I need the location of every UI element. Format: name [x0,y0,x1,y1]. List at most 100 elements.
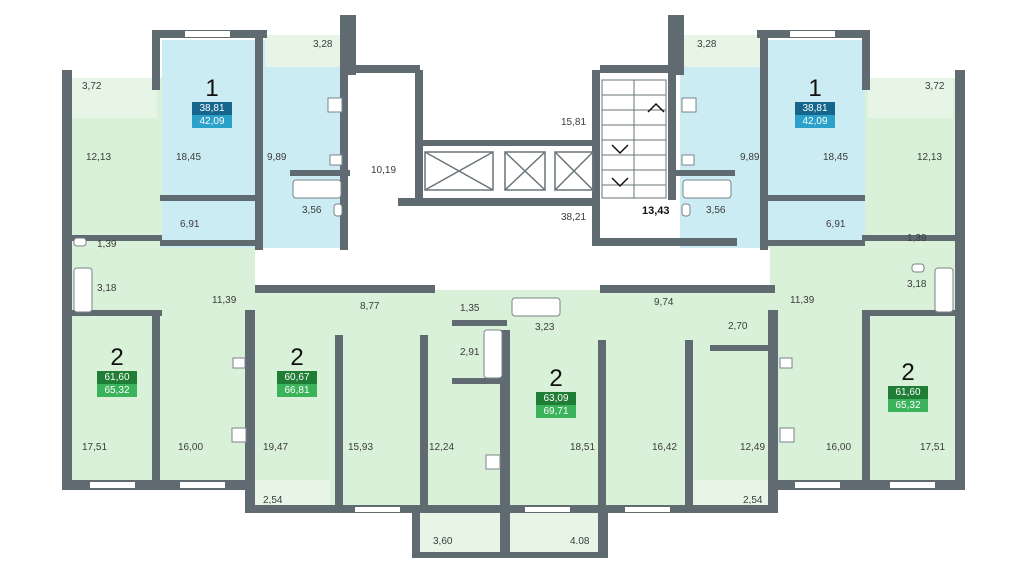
balcony-left [72,78,157,118]
wall [862,235,962,241]
bathtub [682,179,732,199]
room-area: 19,47 [263,442,289,453]
wall [668,15,684,75]
window [180,482,225,488]
apartment-badge: 2 61,60 65,32 [97,345,137,397]
window [795,482,840,488]
room-area: 16,00 [826,442,852,453]
wall [765,240,865,246]
bathtub [934,267,954,313]
wall [152,30,160,90]
wall [862,30,870,90]
wall [600,65,684,73]
room-area: 13,43 [642,205,670,217]
wall [335,335,343,510]
room-area: 15,93 [348,442,374,453]
room-area: 9,89 [740,152,760,163]
apartment-badge: 2 63,09 69,71 [536,366,576,418]
room-area: 3,72 [82,81,102,92]
wall [768,310,778,510]
apartment-badge: 1 38,81 42,09 [795,76,835,128]
wall [255,30,263,250]
room-area: 18,51 [570,442,596,453]
wall [62,70,72,490]
fixtures [73,97,954,470]
wall [600,505,608,557]
room-area: 6,91 [826,219,846,230]
wall [62,310,162,316]
wall [398,198,598,206]
wall [412,505,420,557]
room-area: 38,21 [561,212,587,223]
wall [415,140,595,146]
room-area: 3,23 [535,322,555,333]
stove [231,427,247,443]
total-area: 69,71 [536,405,576,418]
bathtub [292,179,342,199]
toilet [681,203,691,217]
lift-shaft [424,151,494,191]
wall [452,320,507,326]
wall [290,170,350,176]
room-area: 1,39 [97,239,117,250]
apt-2-center-left-zone [255,290,500,510]
room-area: 11,39 [212,295,237,306]
toilet [911,263,925,273]
toilet [333,203,343,217]
wall [412,552,608,558]
room-area: 2,91 [460,347,480,358]
sink [681,154,695,166]
living-area: 38,81 [795,102,835,115]
stove [485,454,501,470]
room-area: 3,56 [302,205,322,216]
room-area: 9,89 [267,152,287,163]
room-area: 3,60 [433,536,453,547]
room-area: 2,54 [263,495,283,506]
room-area: 12,13 [86,152,112,163]
windows [90,31,935,512]
room-area: 12,24 [429,442,455,453]
room-area: 3,28 [313,39,333,50]
room-area: 1,39 [907,233,927,244]
rooms-count: 2 [290,344,304,371]
wall [592,70,600,245]
room-area: 1,35 [460,303,480,314]
rooms-count: 1 [205,75,219,102]
room-area: 2,70 [728,321,748,332]
living-area: 63,09 [536,392,576,405]
wall [862,310,962,316]
wall [862,310,870,490]
wall [598,340,606,555]
wall [255,285,435,293]
rooms-count: 2 [901,359,915,386]
total-area: 65,32 [888,399,928,412]
window [525,507,570,512]
wall [675,170,735,176]
total-area: 42,09 [795,115,835,128]
room-area: 11,39 [790,295,815,306]
rooms-count: 2 [110,344,124,371]
room-area: 16,00 [178,442,204,453]
wall [152,310,160,490]
wall [955,70,965,490]
room-area: 15,81 [561,117,587,128]
sink [232,357,246,369]
wall [592,238,737,246]
apartment-badge: 2 60,67 66,81 [277,345,317,397]
room-area: 8,77 [360,301,380,312]
room-area: 12,13 [917,152,943,163]
room-area: 3,72 [925,81,945,92]
room-area: 3,18 [907,279,927,290]
wall [160,240,260,246]
stair-arrow-down-icon [611,177,629,188]
balcony-top-right [680,35,760,67]
apartment-badge: 1 38,81 42,09 [192,76,232,128]
room-area: 2,54 [743,495,763,506]
wall [340,65,420,73]
total-area: 42,09 [192,115,232,128]
room-area: 12,49 [740,442,766,453]
stair-arrow-down-icon [611,144,629,155]
room-area: 17,51 [920,442,946,453]
room-area: 18,45 [823,152,849,163]
room-area: 6,91 [180,219,200,230]
